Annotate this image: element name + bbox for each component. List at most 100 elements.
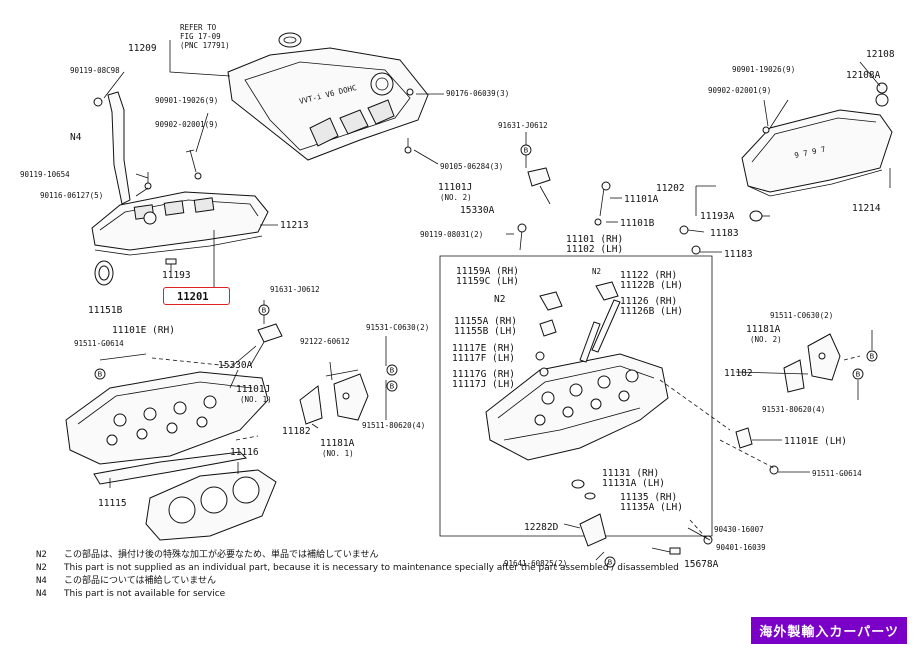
note-code: N2 — [36, 550, 47, 560]
label-11101-rh: 11101 (RH) — [566, 234, 623, 245]
svg-text:B: B — [390, 367, 395, 375]
label-11115: 11115 — [98, 498, 127, 509]
label-11183-a: 11183 — [710, 228, 739, 239]
label-90902-02001-right: 90902-02001(9) — [708, 86, 771, 95]
note-row: N4 この部品については補給していません — [36, 575, 756, 588]
label-15678a: 15678A — [684, 559, 719, 570]
svg-text:(PNC 17791): (PNC 17791) — [180, 41, 230, 50]
bracket-12282d — [579, 513, 607, 547]
label-11151b: 11151B — [88, 305, 123, 316]
label-11214: 11214 — [852, 203, 881, 214]
gasket-11115 — [93, 451, 248, 485]
label-91511-g0614-left: 91511-G0614 — [74, 339, 124, 348]
cylinder-head-11101e — [65, 371, 269, 465]
head-gasket-11116 — [145, 469, 277, 541]
label-15330a-mid: 15330A — [218, 360, 253, 371]
note-code: N2 — [36, 563, 47, 573]
label-11126-rh: 11126 (RH) — [620, 296, 677, 307]
label-11159a-rh: 11159A (RH) — [456, 266, 519, 277]
label-11193a: 11193A — [700, 211, 735, 222]
label-15330a-top: 15330A — [460, 205, 495, 216]
label-11155a-rh: 11155A (RH) — [454, 316, 517, 327]
label-90119-08031: 90119-08031(2) — [420, 230, 483, 239]
svg-text:B: B — [98, 371, 103, 379]
label-12108: 12108 — [866, 49, 895, 60]
label-11155b-lh: 11155B (LH) — [454, 326, 517, 337]
svg-text:B: B — [262, 307, 267, 315]
label-11182-left: 11182 — [282, 426, 311, 437]
note-row: N2 この部品は、損付け後の特殊な加工が必要なため、単品では補給していません — [36, 549, 756, 562]
label-11209: 11209 — [128, 43, 157, 54]
svg-text:FIG 17-09: FIG 17-09 — [180, 32, 221, 41]
label-11181a-right: 11181A — [746, 324, 781, 335]
label-11116: 11116 — [230, 447, 259, 458]
label-n2-mid: N2 — [494, 294, 505, 305]
label-90119-10654: 90119-10654 — [20, 170, 70, 179]
note-text: この部品は、損付け後の特殊な加工が必要なため、単品では補給していません — [64, 550, 379, 560]
label-91511-c0630-right: 91511-C0630(2) — [770, 311, 833, 320]
valve-cover-11202: 9 7 9 7 — [741, 109, 893, 197]
label-11193: 11193 — [162, 270, 191, 281]
note-text: This part is not available for service — [64, 589, 226, 599]
label-n4-left: N4 — [70, 132, 82, 143]
svg-text:B: B — [856, 371, 861, 379]
label-n2-small: N2 — [592, 267, 601, 276]
label-11117f-lh: 11117F (LH) — [452, 353, 515, 364]
note-text: この部品については補給していません — [64, 576, 217, 586]
svg-text:B: B — [524, 147, 529, 155]
label-90901-19026-right: 90901-19026(9) — [732, 65, 795, 74]
note-code: N4 — [36, 589, 47, 599]
label-no2-a: (NO. 2) — [440, 193, 472, 202]
label-90176-06039: 90176-06039(3) — [446, 89, 509, 98]
label-91631-j0612-mid: 91631-J0612 — [270, 285, 320, 294]
label-90105-06284: 90105-06284(3) — [440, 162, 503, 171]
note-row: N4 This part is not available for servic… — [36, 588, 756, 601]
label-11101e-rh: 11101E (RH) — [112, 325, 175, 336]
refer-note: REFER TO FIG 17-09 (PNC 17791) — [180, 23, 230, 50]
bracket-n4 — [107, 91, 131, 205]
label-91631-j0612-top: 91631-J0612 — [498, 121, 548, 130]
label-90901-19026-left: 90901-19026(9) — [155, 96, 218, 105]
label-11131a-lh: 11131A (LH) — [602, 478, 665, 489]
label-92122-60612: 92122-60612 — [300, 337, 350, 346]
ref-circle-b: B B B B B B B B — [94, 144, 878, 568]
highlight-box-11201 — [163, 287, 230, 305]
label-11135-rh: 11135 (RH) — [620, 492, 677, 503]
valve-cover-11201 — [91, 191, 269, 256]
label-11117g-rh: 11117G (RH) — [452, 369, 515, 380]
label-11213: 11213 — [280, 220, 309, 231]
label-11101j-no2: 11101J — [438, 182, 472, 193]
label-90119-08c98: 90119-08C98 — [70, 66, 120, 75]
label-91641-60825: 91641-60825(2) — [504, 559, 567, 568]
label-11126b-lh: 11126B (LH) — [620, 306, 683, 317]
label-12108a: 12108A — [846, 70, 881, 81]
label-11122-rh: 11122 (RH) — [620, 270, 677, 281]
label-11135a-lh: 11135A (LH) — [620, 502, 683, 513]
note-row: N2 This part is not supplied as an indiv… — [36, 562, 756, 575]
label-90430-16007: 90430-16007 — [714, 525, 764, 534]
label-11122b-lh: 11122B (LH) — [620, 280, 683, 291]
label-91511-80620-left: 91511-80620(4) — [362, 421, 425, 430]
label-91531-c0630-mid: 91531-C0630(2) — [366, 323, 429, 332]
label-11202: 11202 — [656, 183, 685, 194]
note-code: N4 — [36, 576, 47, 586]
svg-text:B: B — [608, 559, 613, 567]
cylinder-head-11101 — [485, 353, 669, 461]
svg-text:B: B — [870, 353, 875, 361]
label-11181a-left: 11181A — [320, 438, 355, 449]
label-11117e-rh: 11117E (RH) — [452, 343, 515, 354]
vvt-sensor-11101j-no2 — [527, 167, 551, 187]
label-no2-b: (NO. 2) — [750, 335, 782, 344]
note-text: This part is not supplied as an individu… — [64, 563, 679, 573]
label-12282d: 12282D — [524, 522, 559, 533]
label-90116-06127: 90116-06127(5) — [40, 191, 103, 200]
label-11183-b: 11183 — [724, 249, 753, 260]
label-11101e-lh: 11101E (LH) — [784, 436, 847, 447]
label-11102-lh: 11102 (LH) — [566, 244, 623, 255]
engine-cover-11209: VVT-i V6 DOHC — [227, 32, 429, 161]
label-no1-b: (NO. 1) — [322, 449, 354, 458]
label-11182-right: 11182 — [724, 368, 753, 379]
label-91511-g0614-right: 91511-G0614 — [812, 469, 862, 478]
label-11201: 11201 — [177, 291, 209, 303]
